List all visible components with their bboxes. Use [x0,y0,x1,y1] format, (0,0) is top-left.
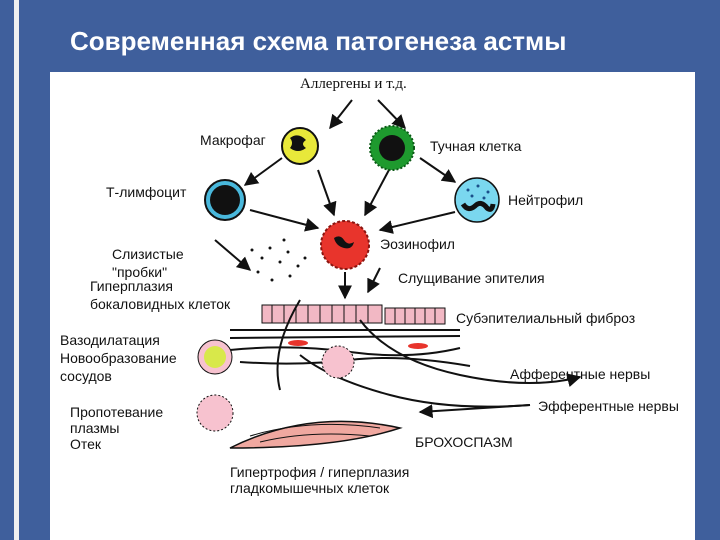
neovascularization-label-1: Новообразование [60,350,177,366]
eosinophil-icon [320,220,370,270]
edema-label: Отек [70,436,102,452]
macrophage-label: Макрофаг [200,132,266,148]
vasodilation-cell-icon [197,339,233,375]
eosinophil-label: Эозинофил [380,236,455,252]
neutrophil-icon [454,177,500,223]
allergen-arrows [329,99,406,130]
t-lymphocyte-label: Т-лимфоцит [106,184,187,200]
afferent-nerves-label: Афферентные нервы [510,366,651,382]
slide-title: Современная схема патогенеза астмы [70,26,567,56]
nerve-paths [276,299,582,408]
goblet-hyperplasia-label-1: Гиперплазия [90,278,173,294]
efferent-arrow [418,404,531,419]
left-accent-bar [14,0,19,540]
goblet-hyperplasia-label-2: бокаловидных клеток [90,296,231,312]
epithelial-shedding-label: Слущивание эпителия [398,270,545,286]
plasma-exudation-label-2: плазмы [70,420,120,436]
allergens-label: Аллергены и т.д. [300,76,407,92]
mast-cell-icon [369,125,415,171]
vasodilation-label: Вазодилатация [60,332,160,348]
bronchospasm-label: БРОХОСПАЗМ [415,434,513,450]
smooth-muscle-bundle [229,420,403,449]
mucus-plugs-label-2: "пробки" [112,264,168,280]
plasma-exudation-cell-icon [196,394,234,432]
macrophage-cell-icon [281,127,319,165]
mucus-particles [244,238,307,282]
t-lymphocyte-icon [204,179,246,221]
plasma-exudation-label-1: Пропотевание [70,404,164,420]
airway-epithelium [261,304,446,325]
mucus-plugs-label-1: Слизистые [112,246,184,262]
subepithelial-fibrosis-label: Субэпителиальный фиброз [456,310,636,326]
tissue-cell-icon [321,345,355,379]
neovascularization-label-2: сосудов [60,368,112,384]
smc-hypertrophy-label-1: Гипертрофия / гиперплазия [230,464,410,480]
smc-hypertrophy-label-2: гладкомышечных клеток [230,480,390,496]
neutrophil-label: Нейтрофил [508,192,584,208]
mast-cell-label: Тучная клетка [430,138,522,154]
cell-arrows [214,157,457,300]
vessel-marks [288,340,428,349]
efferent-nerves-label: Эфферентные нервы [538,398,679,414]
